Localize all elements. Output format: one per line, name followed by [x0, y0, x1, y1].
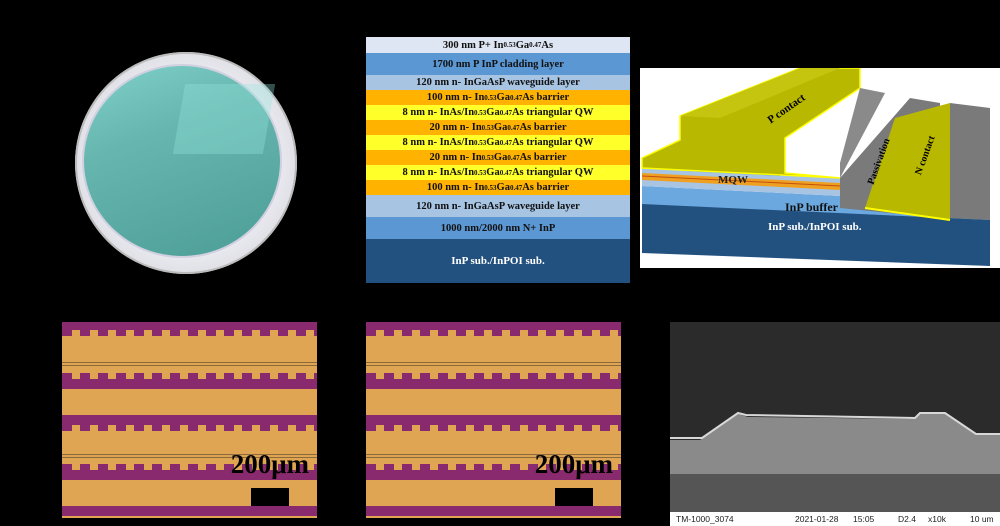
- device-schematic-svg: [641, 67, 990, 266]
- sem-scale: 10 um: [970, 514, 994, 524]
- inp-buffer-label: InP buffer: [785, 200, 839, 214]
- electrode-stripe: [62, 470, 317, 480]
- electrode-stripe: [366, 470, 621, 480]
- optical-micrograph-1: 200μm: [62, 322, 317, 518]
- stack-layer: 1000 nm/2000 nm N+ InP: [366, 217, 630, 239]
- sem-date: 2021-01-28: [795, 514, 839, 524]
- wafer-disc: [84, 66, 280, 256]
- electrode-stripe: [62, 415, 317, 425]
- ridge-line: [366, 362, 621, 363]
- scale-bar: [251, 488, 289, 506]
- ridge-line: [62, 454, 317, 455]
- electrode-teeth: [366, 373, 621, 379]
- ridge-line: [62, 362, 317, 363]
- ridge-line: [366, 454, 621, 455]
- sem-image-svg: [670, 322, 1000, 512]
- electrode-stripe: [62, 379, 317, 389]
- scale-label: 200μm: [230, 449, 309, 479]
- electrode-teeth: [366, 330, 621, 336]
- ridge-line: [62, 457, 317, 458]
- electrode-stripe: [366, 322, 621, 330]
- electrode-teeth: [62, 425, 317, 431]
- sem-info-bar: TM-1000_3074 2021-01-28 15:05 D2.4 x10k …: [670, 512, 1000, 526]
- electrode-stripe: [366, 379, 621, 389]
- wafer-photo: [75, 52, 297, 274]
- mqw-label: MQW: [718, 174, 748, 186]
- scale-bar: [555, 488, 593, 506]
- sem-sample-id: TM-1000_3074: [676, 514, 734, 524]
- ridge-line: [62, 365, 317, 366]
- device-3d-schematic: P contact Passivation N contact MQW InP …: [640, 67, 1000, 268]
- electrode-teeth: [62, 330, 317, 336]
- electrode-teeth: [366, 425, 621, 431]
- optical-micrograph-2: 200μm: [366, 322, 621, 518]
- electrode-stripe: [366, 415, 621, 425]
- sem-cross-section: TM-1000_3074 2021-01-28 15:05 D2.4 x10k …: [670, 322, 1000, 526]
- substrate-label: InP sub./InPOI sub.: [768, 221, 862, 233]
- electrode-teeth: [62, 464, 317, 470]
- scale-label: 200μm: [534, 449, 613, 479]
- wafer-reflection: [172, 84, 276, 154]
- electrode-teeth: [62, 373, 317, 379]
- electrode-stripe: [366, 506, 621, 516]
- electrode-stripe: [62, 506, 317, 516]
- ridge-line: [366, 457, 621, 458]
- stack-layer: 1700 nm P InP cladding layer: [366, 53, 630, 75]
- sem-distance: D2.4: [898, 514, 916, 524]
- stack-layer: 120 nm n- InGaAsP waveguide layer: [366, 75, 630, 90]
- ridge-line: [366, 365, 621, 366]
- stack-layer: InP sub./InPOI sub.: [366, 239, 630, 283]
- stack-layer: 120 nm n- InGaAsP waveguide layer: [366, 195, 630, 217]
- electrode-teeth: [366, 464, 621, 470]
- electrode-stripe: [62, 322, 317, 330]
- sem-magnification: x10k: [928, 514, 946, 524]
- sem-time: 15:05: [853, 514, 875, 524]
